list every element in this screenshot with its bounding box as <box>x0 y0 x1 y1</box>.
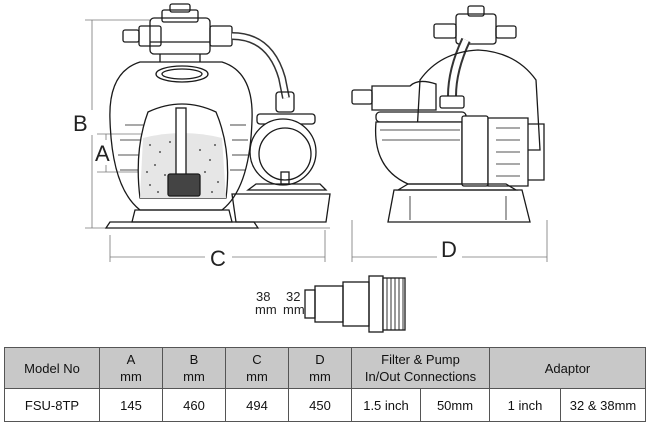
cell-connection-filter: 1.5 inch <box>351 388 421 422</box>
adaptor-size-2-unit: mm <box>283 302 305 317</box>
cell-b: 460 <box>162 388 226 422</box>
hose-adaptor-drawing <box>304 275 406 333</box>
cell-a: 145 <box>99 388 163 422</box>
dimension-label-c: C <box>210 246 226 271</box>
adaptor-size-1: 38 <box>256 289 271 304</box>
dimension-label-b: B <box>73 111 88 136</box>
header-adaptor: Adaptor <box>489 347 646 389</box>
cell-c: 494 <box>225 388 289 422</box>
technical-drawing: B A C D 38 mm 32 mm <box>73 3 548 333</box>
front-view-filter <box>85 3 330 262</box>
cell-adaptor-mm: 32 & 38mm <box>560 388 646 422</box>
adaptor-size-1-unit: mm <box>255 302 277 317</box>
cell-d: 450 <box>288 388 352 422</box>
drawing-canvas <box>85 3 548 333</box>
adaptor-size-2: 32 <box>286 289 301 304</box>
spec-table-row: FSU-8TP 145 460 494 450 1.5 inch 50mm 1 … <box>4 388 646 422</box>
cell-connection-pump: 50mm <box>420 388 490 422</box>
dimension-label-a: A <box>95 141 110 166</box>
cell-model-no: FSU-8TP <box>4 388 100 422</box>
header-model-no: Model No <box>4 347 100 389</box>
front-view-pump <box>231 91 331 223</box>
cell-adaptor-size: 1 inch <box>489 388 561 422</box>
dimension-label-d: D <box>441 237 457 262</box>
side-view <box>351 5 548 262</box>
